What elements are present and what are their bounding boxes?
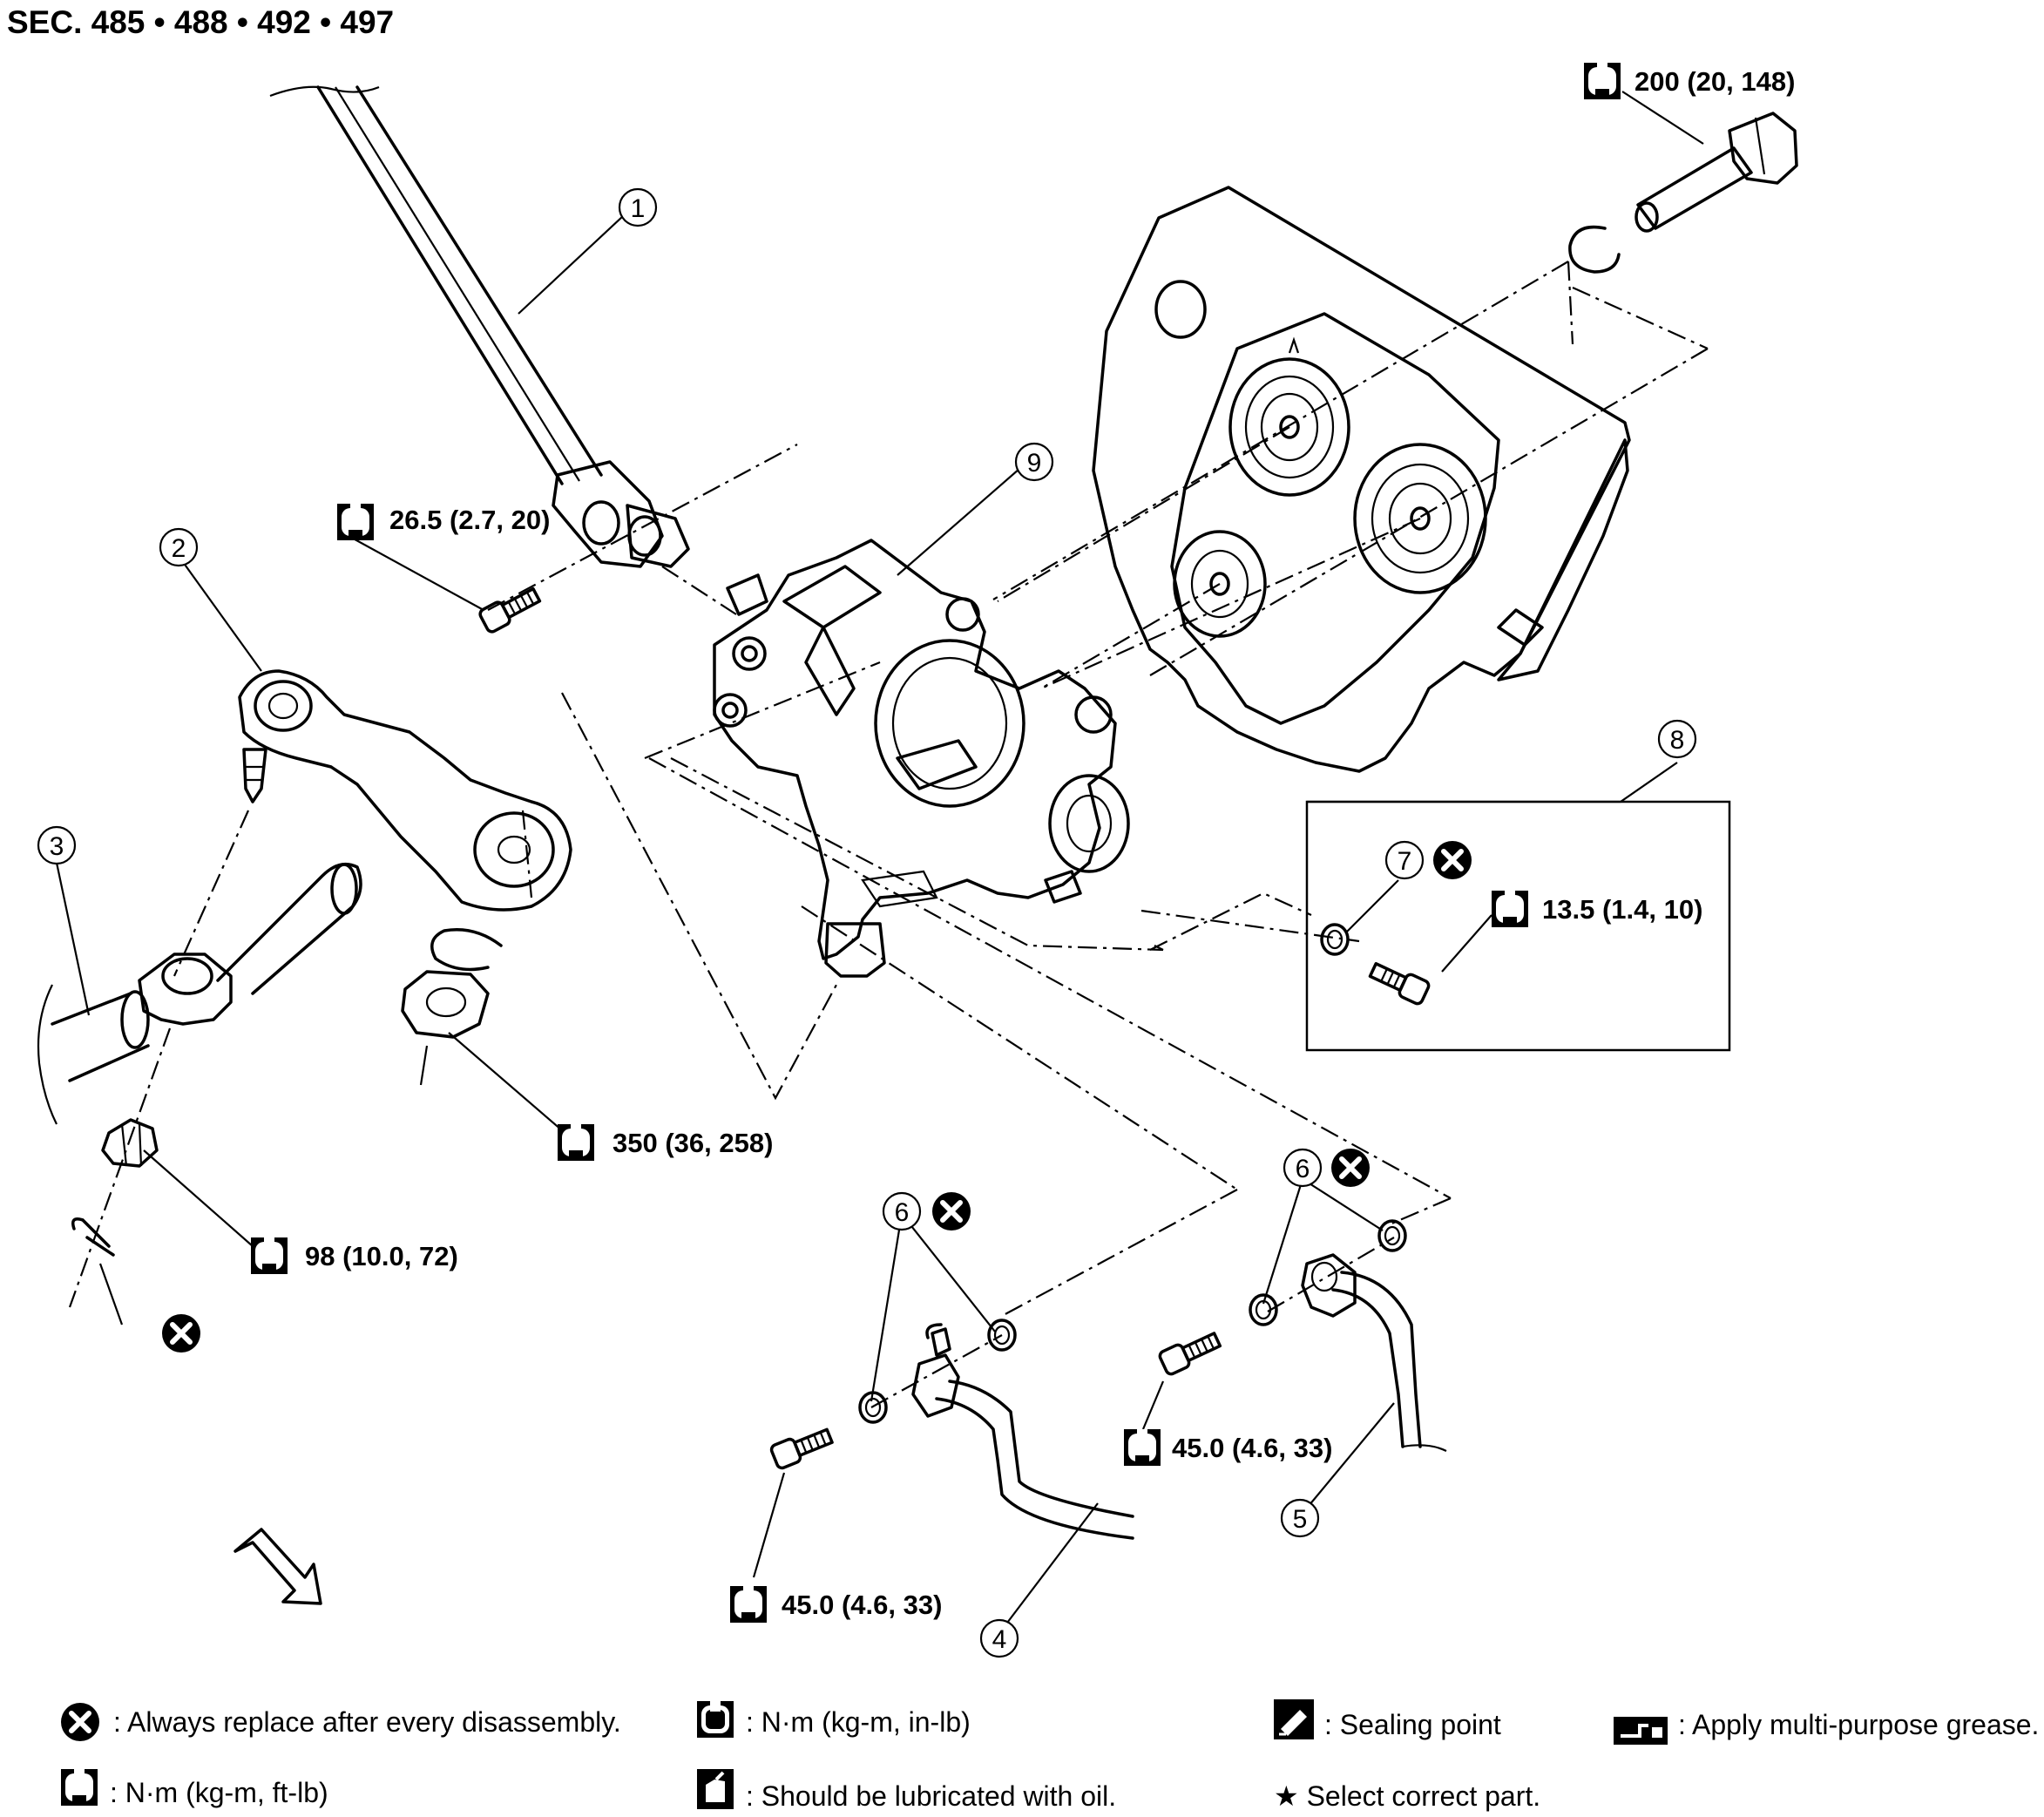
part-banjo-bolt-right — [1156, 1326, 1224, 1378]
part-ujoint-bolt — [477, 582, 545, 635]
legend-sealing: : Sealing point — [1274, 1699, 1501, 1740]
torque-wrench-icon — [251, 1237, 288, 1274]
section-title: SEC. 485 • 488 • 492 • 497 — [7, 4, 394, 40]
legend-nm-in-lb: : N·m (kg-m, in-lb) — [697, 1701, 971, 1738]
torque-wrench-icon — [730, 1586, 767, 1623]
svg-text:8: 8 — [1670, 726, 1685, 755]
svg-text:7: 7 — [1398, 847, 1412, 876]
svg-text:45.0 (4.6, 33): 45.0 (4.6, 33) — [1172, 1433, 1332, 1463]
svg-text:200 (20, 148): 200 (20, 148) — [1635, 66, 1795, 97]
torque-wrench-icon — [61, 1769, 98, 1806]
sealing-point-icon — [1274, 1699, 1314, 1739]
part-lock-washer — [1568, 225, 1621, 274]
torque-wrench-icon — [558, 1124, 594, 1161]
callout-9: 9 — [1014, 442, 1054, 482]
torque-wrench-icon — [1124, 1429, 1161, 1466]
part-kit-bolt — [1368, 962, 1431, 1006]
part-pitman-spring-washer — [430, 928, 503, 972]
callout-6-right: 6 — [1283, 1148, 1323, 1188]
svg-text:: N·m (kg-m, ft-lb): : N·m (kg-m, ft-lb) — [110, 1777, 328, 1808]
replace-x-icon — [1433, 841, 1472, 879]
svg-text:5: 5 — [1293, 1505, 1308, 1534]
svg-text:: Sealing point: : Sealing point — [1324, 1709, 1501, 1740]
callout-3: 3 — [37, 825, 77, 865]
part-frame-bracket — [1092, 186, 1631, 773]
svg-text:: N·m (kg-m, in-lb): : N·m (kg-m, in-lb) — [746, 1706, 971, 1738]
torque-label-200: 200 (20, 148) — [1584, 63, 1795, 99]
part-banjo-bolt-left — [768, 1423, 836, 1471]
bracket-hole-upper — [1228, 357, 1350, 497]
svg-text:2: 2 — [172, 534, 186, 563]
torque-label-350: 350 (36, 258) — [558, 1124, 773, 1161]
part-7-o-ring — [1320, 923, 1350, 956]
torque-wrench-icon — [697, 1701, 734, 1738]
svg-text:: Always replace after every d: : Always replace after every disassembly… — [113, 1706, 621, 1738]
legend-oil: : Should be lubricated with oil. — [697, 1769, 1116, 1812]
svg-text:★ Select correct part.: ★ Select correct part. — [1274, 1780, 1540, 1812]
part-pitman-nut — [401, 970, 490, 1039]
callout-6-left: 6 — [882, 1191, 922, 1231]
callout-5: 5 — [1280, 1498, 1320, 1538]
part-castle-nut — [101, 1118, 159, 1168]
svg-text:1: 1 — [631, 194, 646, 223]
part-gear-mount-bolt — [1635, 112, 1798, 233]
part-5-return-pipe — [1301, 1253, 1447, 1452]
part-relay-rod — [37, 862, 362, 1125]
grease-icon — [1614, 1717, 1668, 1745]
part-4-pressure-pipe — [911, 1323, 1134, 1540]
part-steering-gear — [713, 539, 1130, 978]
legend: : Always replace after every disassembly… — [61, 1699, 2039, 1812]
replace-x-icon — [932, 1192, 971, 1231]
svg-text:13.5 (1.4, 10): 13.5 (1.4, 10) — [1542, 894, 1702, 925]
part-6-washer-right-a — [1377, 1219, 1407, 1252]
part-cotter-pin — [71, 1217, 115, 1257]
oil-can-icon — [697, 1769, 734, 1809]
svg-text:98 (10.0, 72): 98 (10.0, 72) — [305, 1241, 458, 1271]
bracket-hole-lower — [1173, 530, 1267, 638]
svg-text:3: 3 — [50, 832, 64, 861]
part-steering-shaft — [269, 85, 690, 568]
torque-label-26-5: 26.5 (2.7, 20) — [337, 504, 550, 540]
torque-label-45-left: 45.0 (4.6, 33) — [730, 1586, 942, 1623]
svg-text:: Apply multi-purpose grease.: : Apply multi-purpose grease. — [1678, 1709, 2039, 1740]
callout-4: 4 — [979, 1618, 1019, 1658]
torque-wrench-icon — [1584, 63, 1621, 99]
legend-select: ★ Select correct part. — [1274, 1780, 1540, 1812]
part-pitman-arm — [238, 669, 572, 912]
torque-label-98: 98 (10.0, 72) — [251, 1237, 458, 1274]
svg-text:45.0 (4.6, 33): 45.0 (4.6, 33) — [782, 1590, 942, 1620]
legend-grease: : Apply multi-purpose grease. — [1614, 1709, 2039, 1745]
torque-label-13-5: 13.5 (1.4, 10) — [1492, 891, 1702, 927]
svg-text:4: 4 — [992, 1625, 1007, 1654]
torque-wrench-icon — [1492, 891, 1528, 927]
svg-text:6: 6 — [895, 1198, 910, 1227]
svg-text:9: 9 — [1027, 449, 1042, 478]
torque-wrench-icon — [337, 504, 374, 540]
front-arrow-icon — [234, 1528, 322, 1605]
svg-text:: Should be lubricated with oi: : Should be lubricated with oil. — [746, 1780, 1116, 1812]
bracket-hole-right — [1353, 443, 1487, 594]
callout-7: 7 — [1384, 840, 1425, 880]
replace-x-icon — [1331, 1149, 1370, 1187]
replace-x-icon — [162, 1314, 200, 1353]
svg-text:350 (36, 258): 350 (36, 258) — [613, 1128, 773, 1158]
callout-2: 2 — [159, 527, 199, 567]
legend-nm-ft-lb: : N·m (kg-m, ft-lb) — [61, 1769, 328, 1808]
legend-replace: : Always replace after every disassembly… — [61, 1703, 621, 1741]
callout-1: 1 — [618, 187, 658, 227]
torque-label-45-right: 45.0 (4.6, 33) — [1124, 1429, 1332, 1466]
svg-text:6: 6 — [1296, 1155, 1310, 1183]
replace-x-icon — [61, 1703, 99, 1741]
callout-8: 8 — [1657, 719, 1697, 759]
svg-text:26.5 (2.7, 20): 26.5 (2.7, 20) — [389, 505, 550, 535]
